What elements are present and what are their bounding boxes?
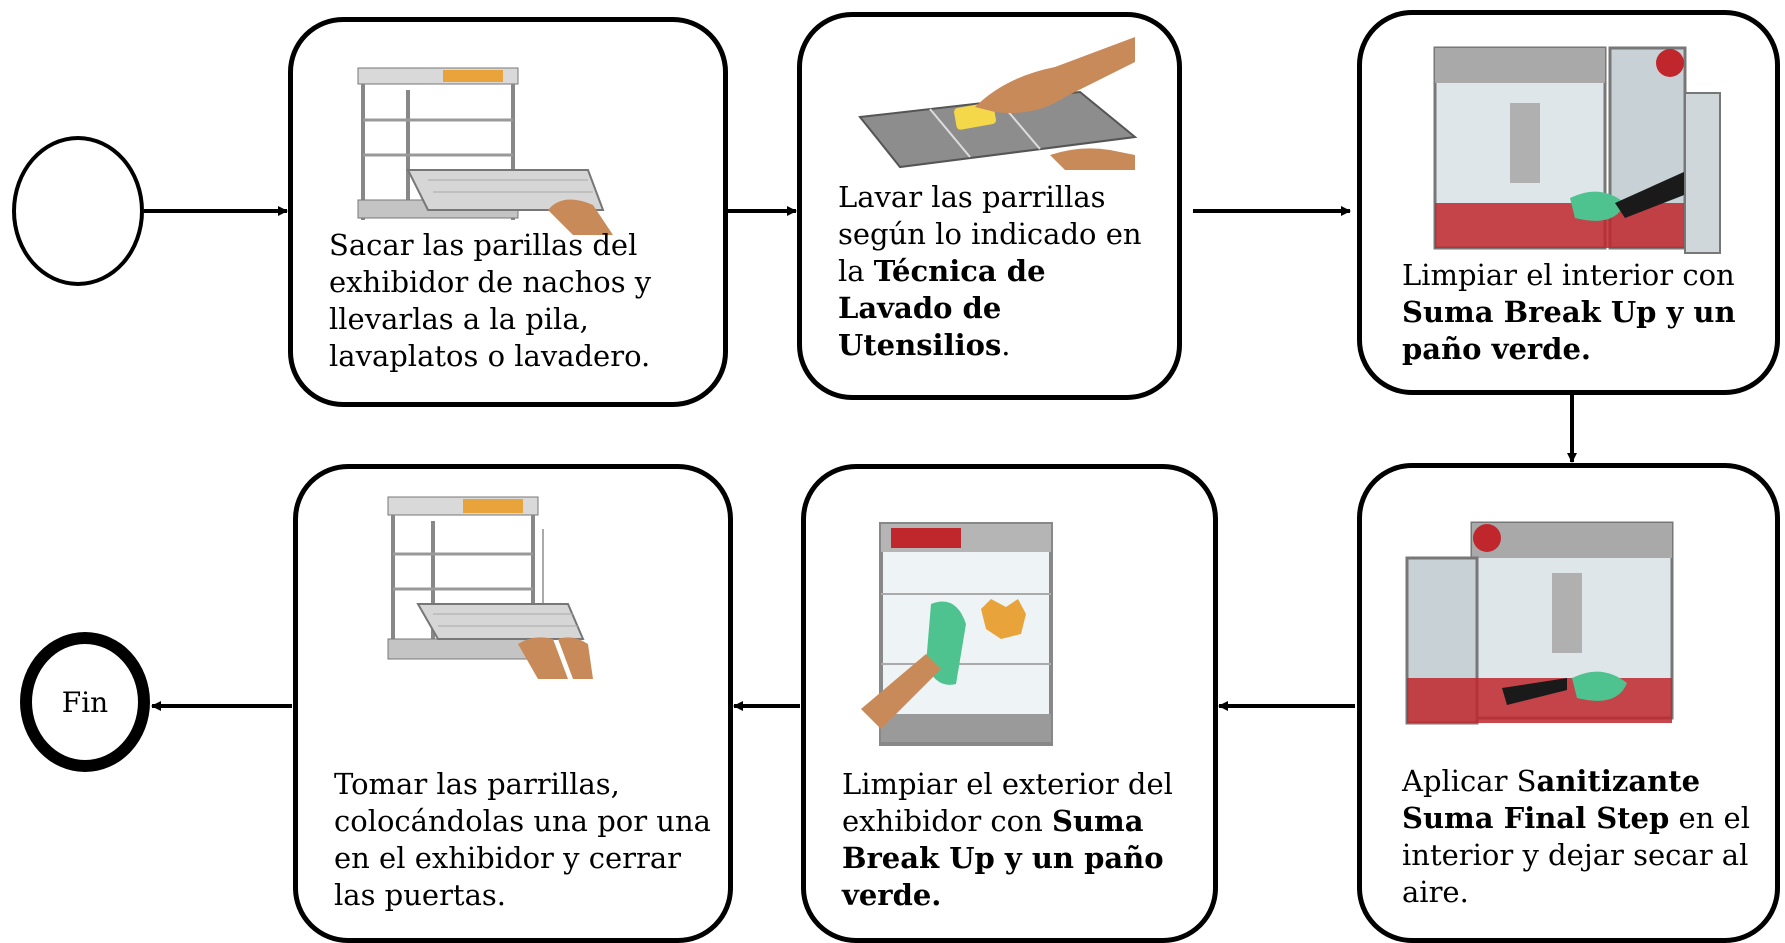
step-6-box: Tomar las parrillas, colocándolas una po… — [293, 464, 733, 943]
step-6-text-pre: Tomar las parrillas, colocándolas una po… — [334, 767, 711, 912]
step-3-text-pre: Limpiar el interior con — [1402, 258, 1735, 292]
step-3-box: Limpiar el interior con Suma Break Up y … — [1357, 10, 1780, 395]
step-2-text-pre: Lavar las parrillas según lo indicado en… — [838, 180, 1142, 288]
step-5-box: Limpiar el exterior del exhibidor con Su… — [801, 464, 1218, 943]
step-1-text-pre: Sacar las parillas del exhibidor de nach… — [329, 228, 652, 373]
step-5-text: Limpiar el exterior del exhibidor con Su… — [842, 766, 1212, 914]
nacho-display-rack-removal-image — [357, 67, 613, 235]
step-2-text: Lavar las parrillas según lo indicado en… — [838, 179, 1168, 364]
sanitizing-popcorn-machine-interior-image — [1405, 521, 1674, 725]
end-label: Fin — [61, 685, 109, 719]
step-4-box: Aplicar Sanitizante Suma Final Step en e… — [1357, 463, 1780, 943]
step-4-text-post: en el interior y dejar secar al aire. — [1402, 801, 1750, 909]
step-5-text-bold: Suma Break Up y un paño verde. — [842, 804, 1164, 912]
step-2-box: Lavar las parrillas según lo indicado en… — [797, 12, 1182, 400]
step-5-text-pre: Limpiar el exterior del exhibidor con — [842, 767, 1173, 838]
step-2-text-bold: Técnica de Lavado de Utensilios — [838, 254, 1046, 362]
end-node: Fin — [20, 632, 150, 772]
step-3-text-bold: Suma Break Up y un paño verde. — [1402, 295, 1736, 366]
step-1-text: Sacar las parillas del exhibidor de nach… — [329, 227, 709, 375]
cleaning-display-exterior-image — [861, 522, 1053, 746]
step-2-text-post: . — [1001, 328, 1011, 362]
step-1-box: Sacar las parillas del exhibidor de nach… — [288, 17, 728, 407]
washing-grill-with-sponge-image — [858, 37, 1138, 170]
step-3-text: Limpiar el interior con Suma Break Up y … — [1402, 257, 1772, 368]
step-4-text-pre: Aplicar S — [1402, 764, 1537, 798]
cleaning-popcorn-machine-interior-image — [1433, 46, 1721, 254]
start-node — [12, 136, 144, 286]
step-4-text: Aplicar Sanitizante Suma Final Step en e… — [1402, 763, 1772, 911]
step-6-text: Tomar las parrillas, colocándolas una po… — [334, 766, 724, 914]
step-4-text-bold: anitizante Suma Final Step — [1402, 764, 1701, 835]
nacho-display-rack-insertion-image — [387, 496, 593, 679]
